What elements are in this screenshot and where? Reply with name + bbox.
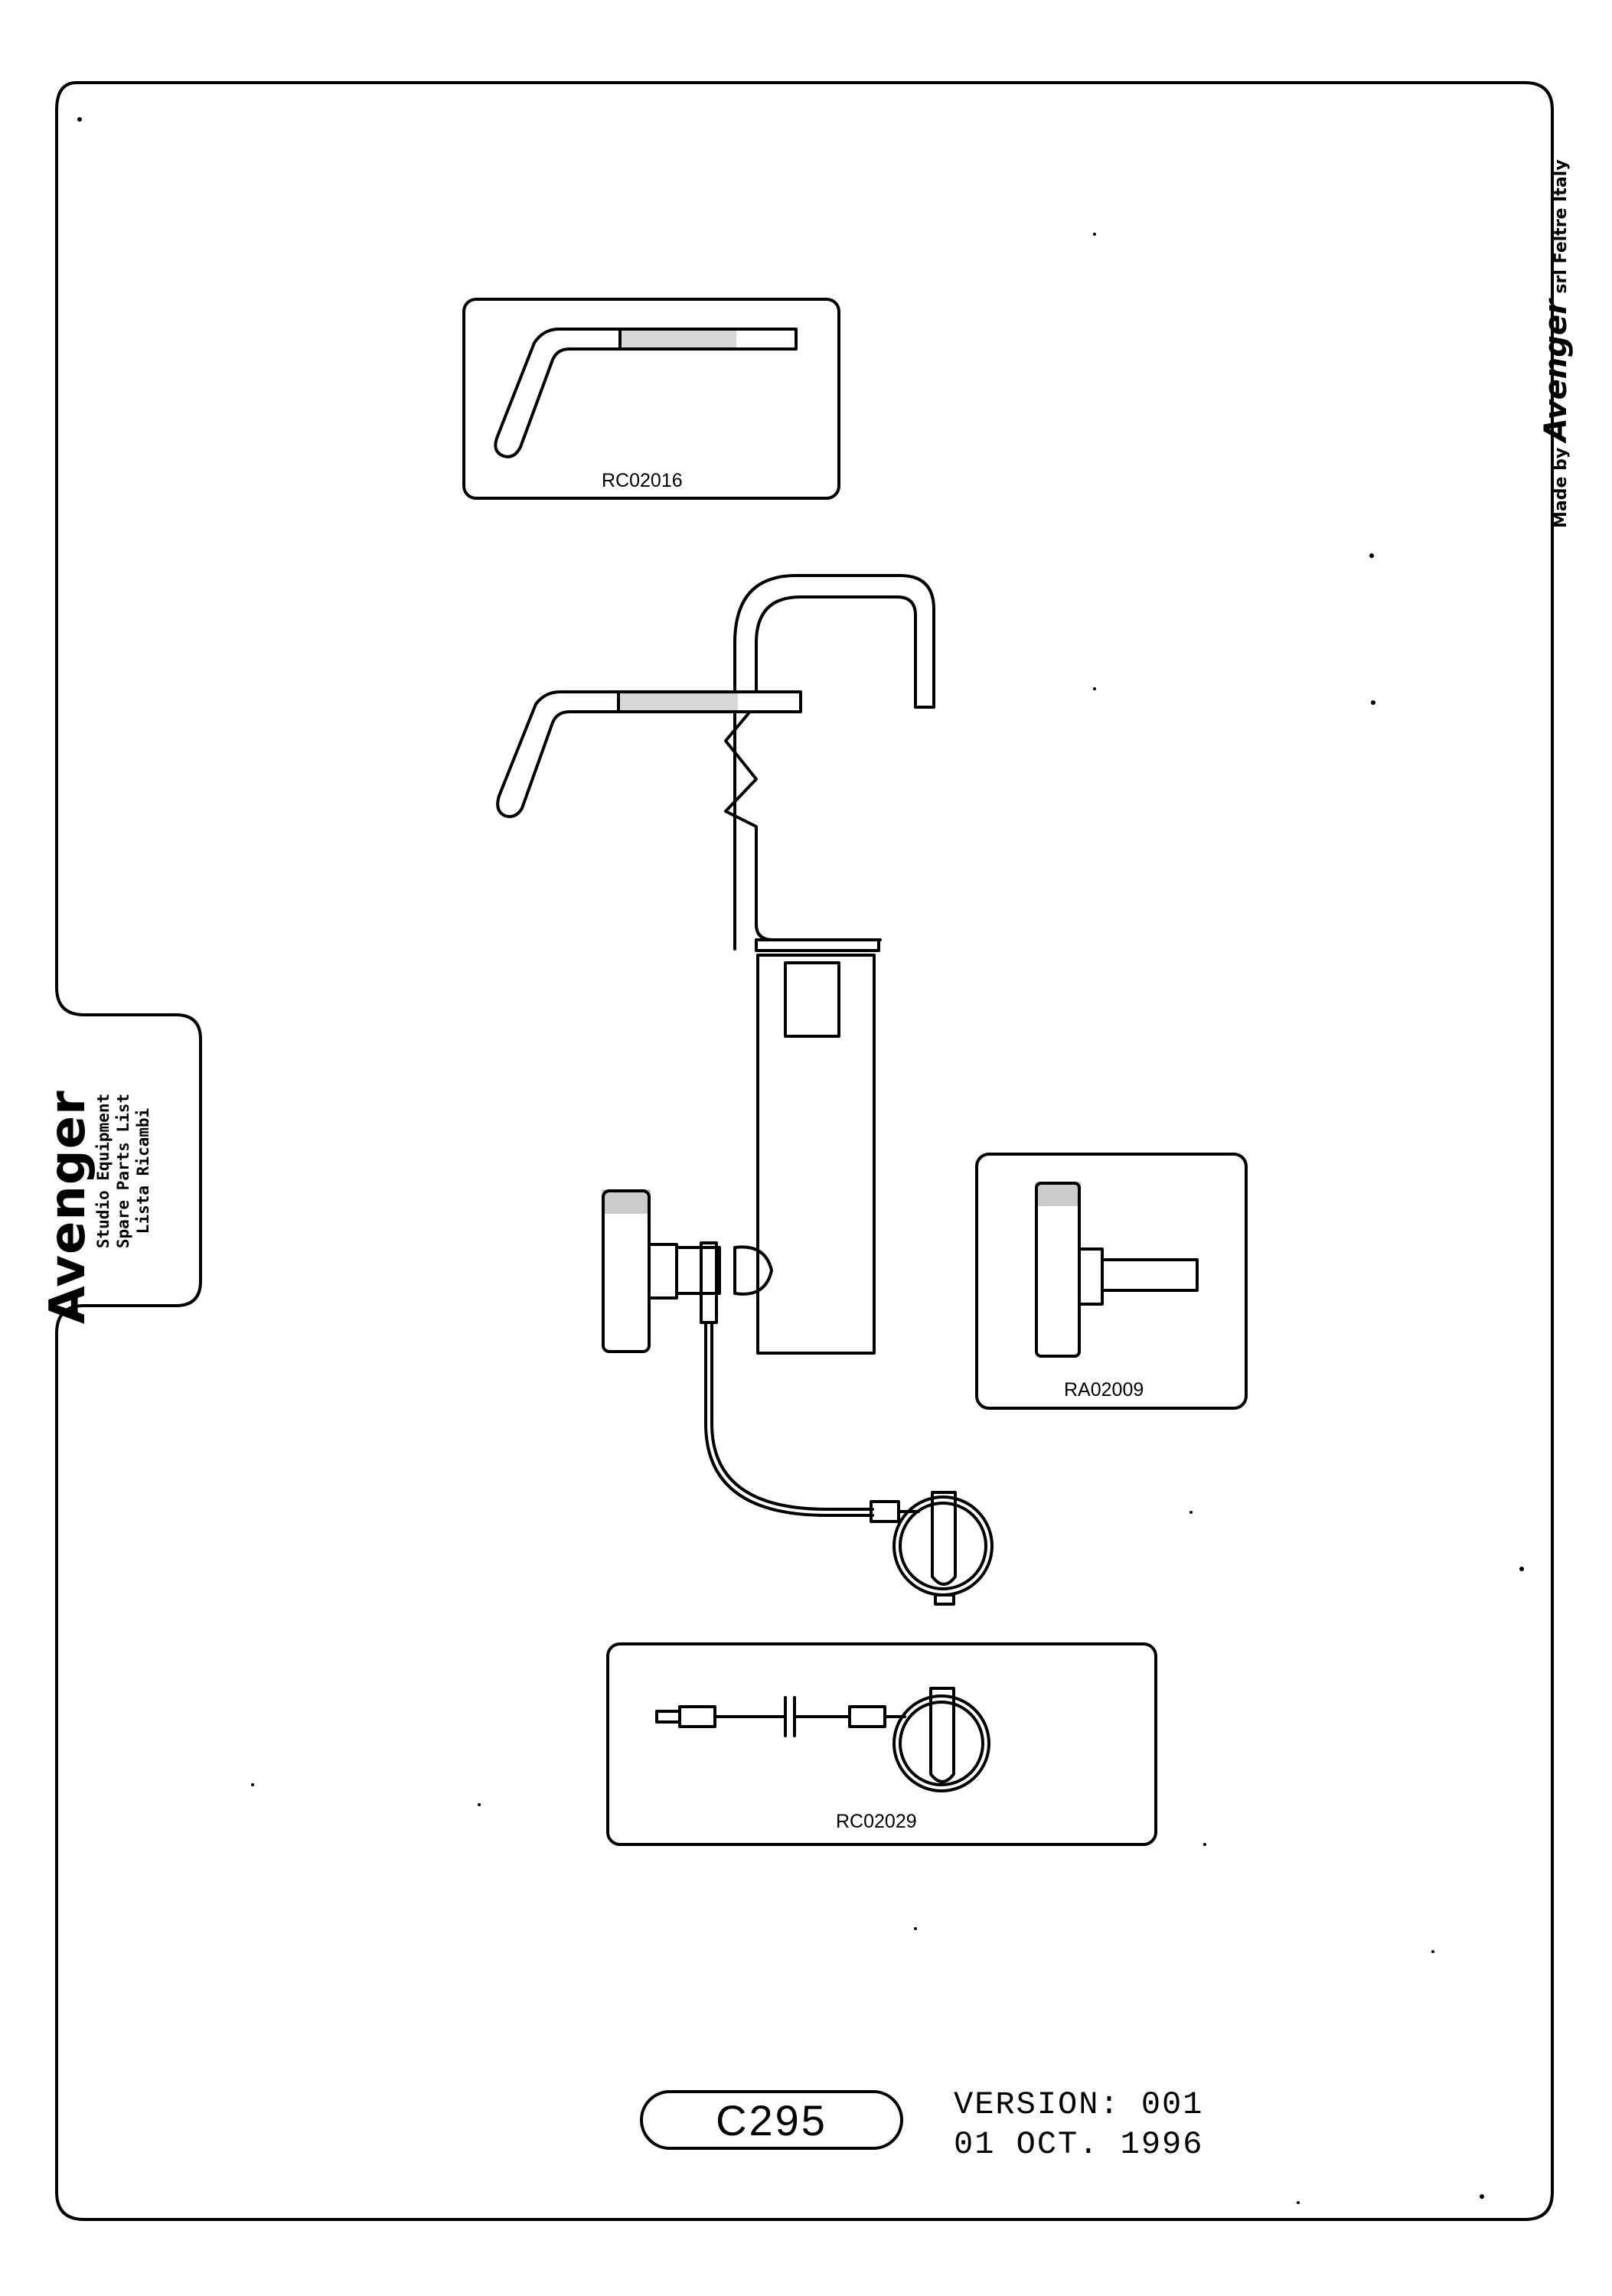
version-text: VERSION: 001: [954, 2086, 1204, 2123]
maker-suffix: srl Feltre Italy: [1552, 159, 1571, 294]
scan-specks: [77, 117, 1524, 2204]
lever-detail-icon: [494, 328, 798, 458]
version-block: VERSION: 001 01 OCT. 1996: [954, 2085, 1203, 2164]
pin-detail-icon: [655, 1687, 990, 1792]
clamp-assembly-icon: [496, 574, 994, 1606]
detail-box-lever: [462, 298, 840, 500]
tab-line-spare-parts-list: Spare Parts List: [114, 1093, 132, 1249]
part-label-knob: RA02009: [1064, 1379, 1144, 1401]
knob-detail-icon: [1035, 1182, 1199, 1358]
page-frame: [55, 81, 1554, 2221]
brand-tab: Avenger Studio Equipment Spare Parts Lis…: [40, 1018, 196, 1324]
detail-box-pin: [606, 1642, 1157, 1846]
detail-box-knob: [975, 1153, 1248, 1410]
part-label-pin: RC02029: [836, 1811, 917, 1832]
maker-credit: Made by Avenger srl Feltre Italy: [1539, 159, 1574, 528]
part-label-lever: RC02016: [602, 470, 683, 491]
maker-brand: Avenger: [1539, 299, 1574, 442]
drawing-code-box: C295: [640, 2090, 903, 2150]
version-date: 01 OCT. 1996: [954, 2126, 1204, 2163]
drawing-code: C295: [716, 2095, 827, 2144]
tab-brand-logo: Avenger: [40, 1090, 96, 1324]
tab-line-lista-ricambi: Lista Ricambi: [134, 1107, 152, 1234]
maker-prefix: Made by: [1552, 447, 1571, 528]
